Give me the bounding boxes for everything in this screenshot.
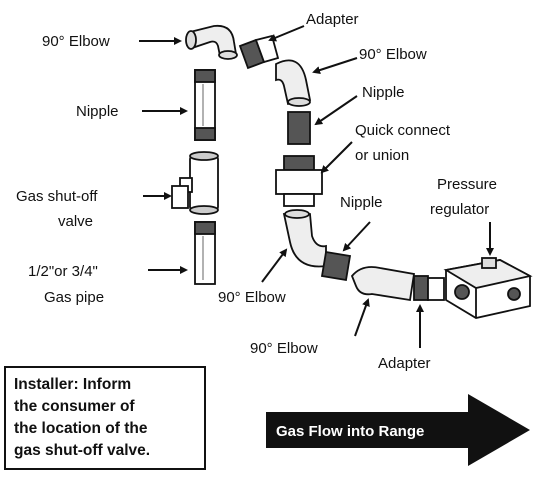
label-pressure-line1: Pressure	[437, 176, 497, 193]
installer-note-line: Installer: Inform	[14, 374, 196, 396]
adapter-bottom-part	[414, 276, 444, 300]
label-adapter-top: Adapter	[306, 11, 359, 28]
gas-flow-label: Gas Flow into Range	[276, 423, 424, 440]
label-pressure-line2: regulator	[430, 201, 489, 218]
gas-flow-arrow: Gas Flow into Range	[266, 394, 530, 466]
installer-note-line: the location of the	[14, 418, 196, 440]
label-elbow-top-left: 90° Elbow	[42, 33, 110, 50]
nipple-upper-part	[288, 112, 310, 144]
label-quick-connect-line1: Quick connect	[355, 122, 451, 139]
adapter-top-part	[240, 36, 278, 68]
label-elbow-mid: 90° Elbow	[218, 289, 286, 306]
nipple-left-part	[195, 70, 215, 140]
elbow-mid-part	[284, 210, 326, 267]
label-adapter-bottom: Adapter	[378, 355, 431, 372]
elbow-bottom-part	[352, 267, 414, 300]
label-elbow-bottom: 90° Elbow	[250, 340, 318, 357]
gas-pipe-part	[195, 222, 215, 284]
label-shutoff-line2: valve	[58, 213, 93, 230]
shutoff-valve-part	[172, 152, 218, 214]
label-gaspipe-line2: Gas pipe	[44, 289, 104, 306]
label-nipple-lower: Nipple	[340, 194, 383, 211]
installer-note-line: the consumer of	[14, 396, 196, 418]
elbow-top-right-part	[276, 60, 310, 106]
label-gaspipe-line1: 1/2"or 3/4"	[28, 263, 98, 280]
label-nipple-left: Nipple	[76, 103, 119, 120]
label-nipple-upper: Nipple	[362, 84, 405, 101]
label-quick-connect-line2: or union	[355, 147, 409, 164]
installer-note-box: Installer: Inform the consumer of the lo…	[4, 366, 206, 470]
pressure-regulator-part	[446, 258, 530, 318]
installer-note-line: gas shut-off valve.	[14, 440, 196, 462]
label-elbow-top-right: 90° Elbow	[359, 46, 427, 63]
quick-connect-part	[276, 156, 322, 206]
label-shutoff-line1: Gas shut-off	[16, 188, 98, 205]
nipple-lower-part	[322, 252, 350, 280]
elbow-top-left-part	[186, 26, 237, 59]
